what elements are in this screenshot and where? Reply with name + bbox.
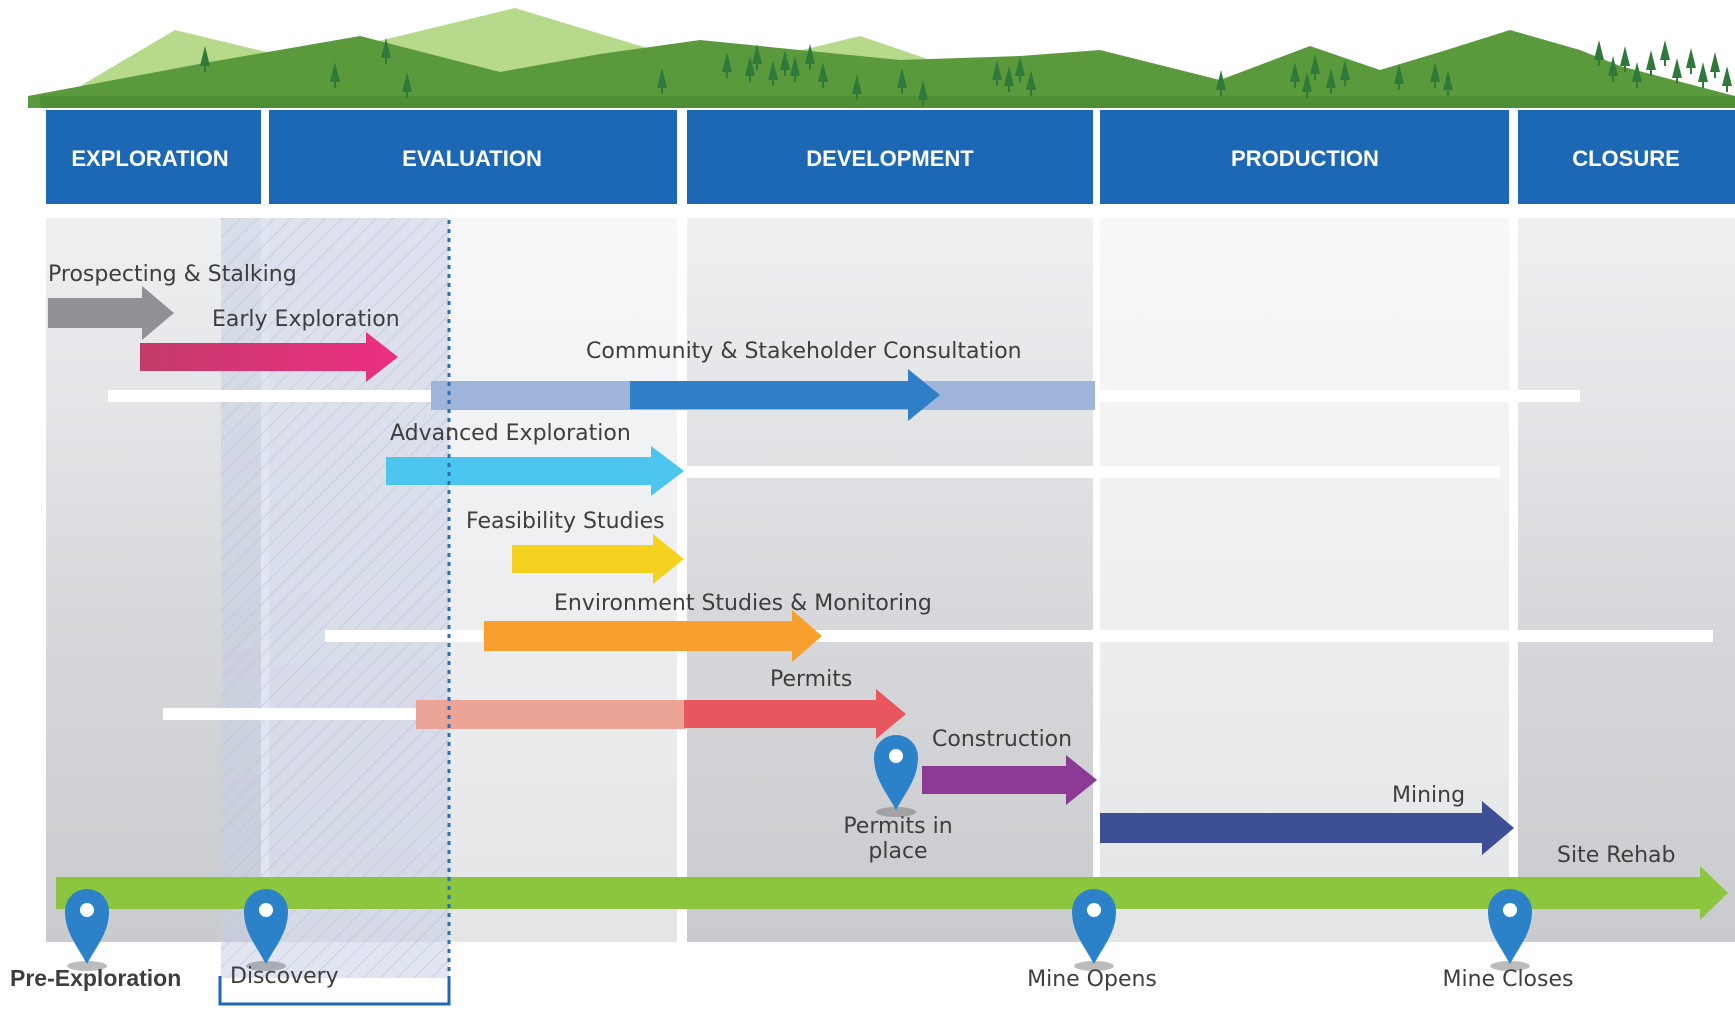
label-construction: Construction [932,727,1072,752]
activity-arrows [48,286,1728,920]
map-pin-icon [65,889,109,971]
activity-labels: Prospecting & Stalking Early Exploration… [48,262,1675,868]
phase-label-production: PRODUCTION [1231,146,1379,171]
phase-label-evaluation: EVALUATION [402,146,542,171]
map-pin-icon [1072,889,1116,971]
discovery-bracket [218,976,451,1006]
phase-label-closure: CLOSURE [1572,146,1680,171]
milestone-mine-opens: Mine Opens [1027,967,1157,992]
track-permits [163,708,423,720]
header-exploration [46,110,261,204]
tree-icon [1646,50,1656,76]
tree-icon [1722,66,1732,92]
discovery-highlight [221,218,449,978]
map-pin-icon [1488,889,1532,971]
feasibility-studies-arrow [512,534,684,584]
milestone-pre-exploration: Pre-Exploration [10,965,181,991]
community-consultation-arrow [630,369,940,421]
panel-closure [1518,218,1735,942]
milestone-labels: Pre-Exploration Discovery Permits in pla… [10,814,1573,992]
phase-headers: EXPLORATION EVALUATION DEVELOPMENT PRODU… [46,110,1735,204]
header-production [1100,110,1509,204]
label-environment-studies: Environment Studies & Monitoring [554,591,932,616]
tree-icon [1710,52,1720,78]
advanced-exploration-arrow [386,446,684,496]
milestone-mine-closes: Mine Closes [1443,967,1574,992]
landscape-hills [28,8,1735,108]
site-rehab-arrow [56,866,1728,920]
phase-label-exploration: EXPLORATION [71,146,228,171]
header-evaluation [269,110,677,204]
header-closure [1518,110,1735,204]
label-mining: Mining [1392,783,1465,808]
label-site-rehab: Site Rehab [1557,843,1675,868]
environment-studies-arrow [484,610,822,662]
label-prospecting: Prospecting & Stalking [48,262,297,287]
tree-icon [1660,40,1670,66]
permits-faded-bar [416,700,686,729]
permits-arrow [684,689,906,739]
mining-arrow [1100,801,1514,855]
ground-strip [40,96,1735,108]
prospecting-arrow [48,286,174,340]
label-community-consultation: Community & Stakeholder Consultation [586,339,1022,364]
panel-development [687,218,1093,942]
milestone-permits-in-place-line1: Permits in [843,814,952,839]
label-permits: Permits [770,667,852,692]
header-development [687,110,1093,204]
tree-icon [1686,48,1696,74]
track-advanced-exploration [670,466,1500,478]
early-exploration-arrow [140,332,398,382]
label-feasibility-studies: Feasibility Studies [466,509,665,534]
label-early-exploration: Early Exploration [212,307,400,332]
construction-arrow [922,755,1097,805]
milestone-discovery: Discovery [230,964,339,989]
tree-icon [1698,62,1708,88]
discovery-hatch [221,218,449,978]
label-advanced-exploration: Advanced Exploration [390,421,631,446]
discovery-marker [218,220,451,1006]
milestone-permits-in-place-line2: place [868,839,927,864]
phase-label-development: DEVELOPMENT [806,146,974,171]
